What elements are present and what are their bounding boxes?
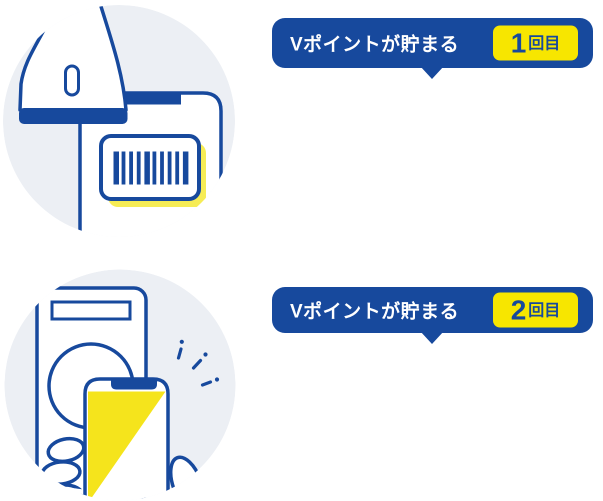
count-badge: 2 回目 [493,292,578,328]
badge-suffix: 回目 [528,302,561,320]
bubble-tail-icon [420,331,444,344]
badge-number: 2 [510,294,527,325]
bubble-label: Vポイントが貯まる [290,301,460,323]
scanner-window [19,108,128,124]
badge-number: 1 [510,27,527,58]
phone-notch [111,380,157,390]
bubble-tail-icon [420,66,444,79]
speech-bubble-step2: Vポイントが貯まる 2 回目 [272,287,593,344]
smartphone-icon [83,377,170,501]
card-stripe [123,91,181,105]
smartphone-tap-illustration [4,269,236,501]
badge-suffix: 回目 [528,35,561,53]
count-badge: 1 回目 [493,25,578,61]
speech-bubble-step1: Vポイントが貯まる 1 回目 [272,18,593,79]
barcode-icon [99,134,206,207]
scanner-button [64,64,80,97]
tap-effect-icon [176,339,220,387]
terminal-display [50,300,132,321]
barcode-scan-illustration [3,5,235,237]
bubble-label: Vポイントが貯まる [290,34,460,56]
phone-screen [88,391,166,501]
product-card [78,91,223,237]
